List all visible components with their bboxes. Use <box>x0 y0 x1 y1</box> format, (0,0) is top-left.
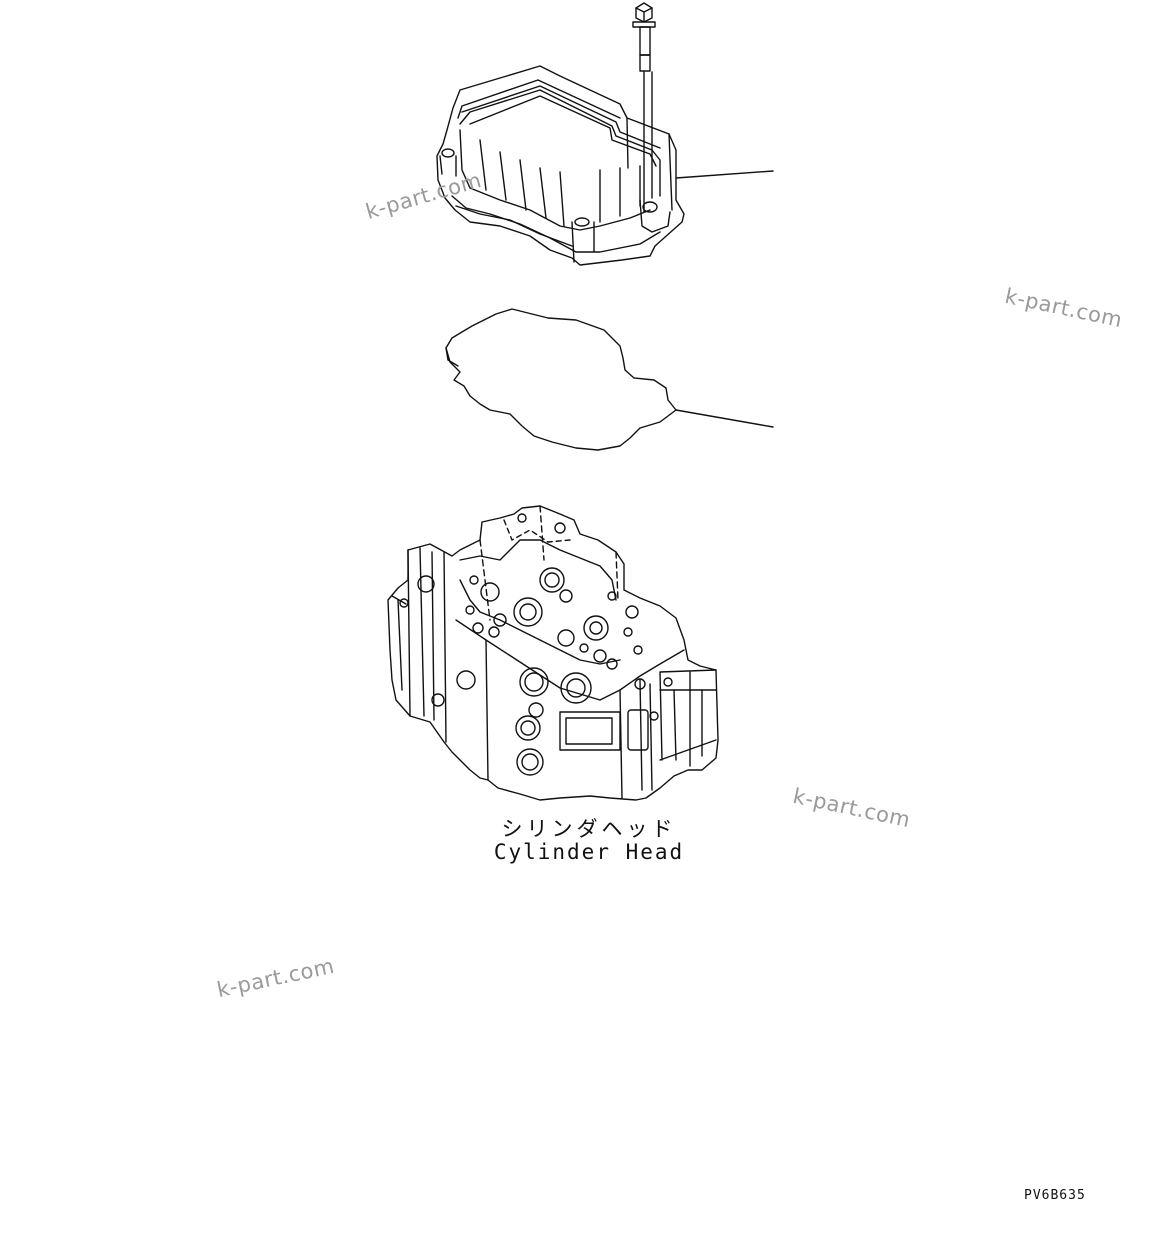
cylinder-head <box>387 505 719 801</box>
drawing-code: PV6B635 <box>1024 1188 1086 1203</box>
cover-gasket <box>445 308 677 451</box>
cylinder-head-cover <box>436 65 685 266</box>
caption-japanese: シリンダヘッド <box>501 817 677 841</box>
cover-bolt <box>632 2 656 213</box>
gasket-leader-line <box>675 409 774 428</box>
cover-leader-line <box>675 170 774 179</box>
caption-english: Cylinder Head <box>493 840 685 864</box>
